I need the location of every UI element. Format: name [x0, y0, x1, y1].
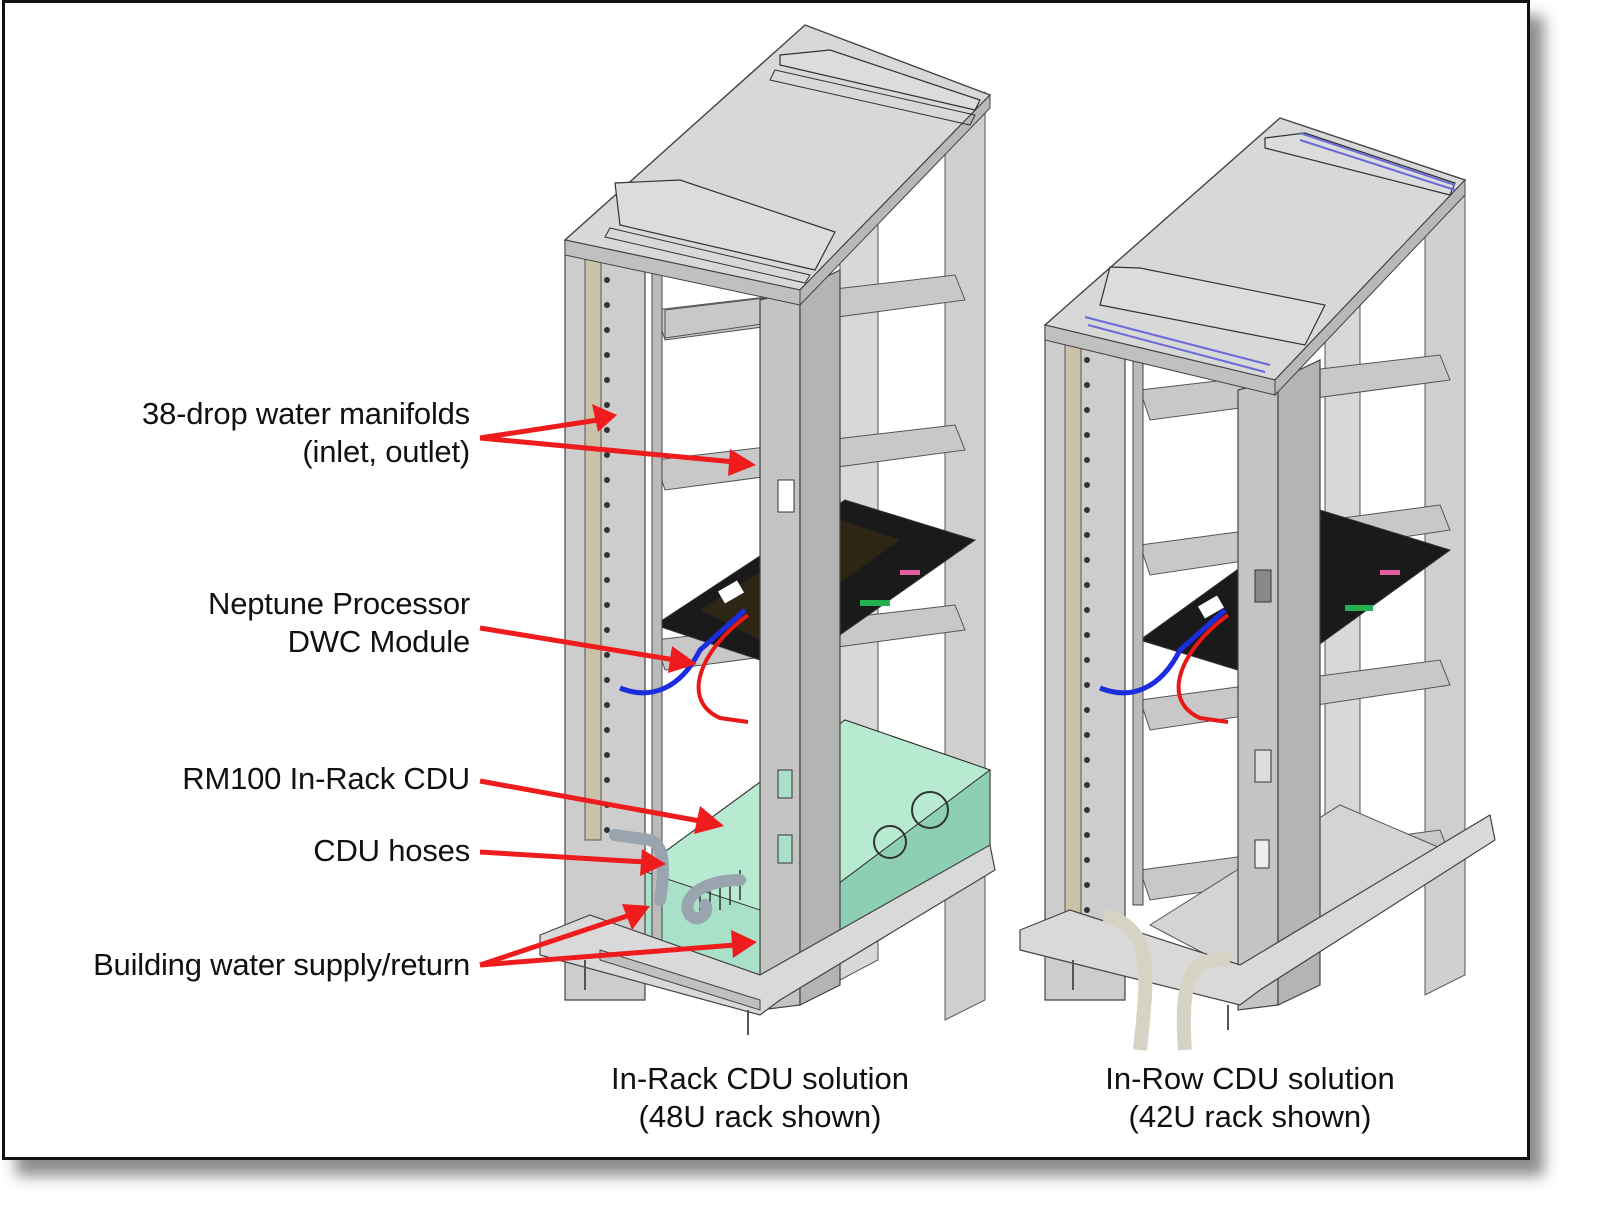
arrow-manifold-outlet-head	[728, 449, 756, 476]
caption-in-rack-line2: (48U rack shown)	[638, 1099, 882, 1134]
arrow-neptune-head	[668, 646, 697, 673]
callout-manifolds-line1: 38-drop water manifolds	[142, 396, 470, 431]
callout-arrows	[479, 404, 757, 968]
arrow-manifold-outlet	[479, 435, 736, 465]
caption-in-rack: In-Rack CDU solution (48U rack shown)	[560, 1060, 960, 1136]
water-manifold-inlet	[584, 254, 602, 841]
cdu-hose-1	[609, 829, 669, 906]
red-hose	[696, 613, 750, 724]
rack2-front-left-post	[1044, 324, 1126, 1001]
callout-building-water-line1: Building water supply/return	[93, 947, 470, 982]
rack2-blue-hose	[1099, 608, 1227, 696]
callout-building-water: Building water supply/return	[93, 946, 470, 984]
caption-in-row: In-Row CDU solution (42U rack shown)	[1050, 1060, 1450, 1136]
rack2-mount-rail	[1132, 354, 1144, 906]
arrow-building-return-head	[731, 930, 757, 958]
rack2-red-hose	[1176, 613, 1230, 724]
rack2-building-hoses	[1102, 908, 1231, 1051]
caption-in-row-line1: In-Row CDU solution	[1105, 1061, 1395, 1096]
callout-hoses: CDU hoses	[313, 832, 470, 870]
arrow-manifold-inlet-head	[592, 404, 617, 432]
in-rack-cdu-rack	[539, 24, 996, 1035]
manifold-drops	[604, 277, 610, 833]
callout-neptune-line2: DWC Module	[287, 624, 471, 659]
arrow-manifold-inlet	[479, 417, 599, 441]
caption-in-rack-line1: In-Rack CDU solution	[610, 1061, 910, 1096]
callout-cdu-line1: RM100 In-Rack CDU	[182, 761, 470, 796]
blue-hose	[619, 608, 747, 696]
rack2-front-right-post	[1237, 379, 1279, 1011]
arrow-hoses-head	[640, 849, 666, 876]
arrow-cdu	[479, 778, 701, 824]
rack2-water-manifold	[1064, 339, 1082, 941]
callout-neptune-line1: Neptune Processor	[208, 586, 470, 621]
caption-in-row-line2: (42U rack shown)	[1128, 1099, 1372, 1134]
callout-hoses-line1: CDU hoses	[313, 833, 470, 868]
rack-front-right-post	[759, 289, 801, 1011]
arrow-neptune	[479, 625, 676, 663]
callout-manifolds: 38-drop water manifolds (inlet, outlet)	[142, 395, 470, 471]
callout-neptune: Neptune Processor DWC Module	[208, 585, 470, 661]
arrow-cdu-head	[694, 806, 724, 834]
arrow-hoses	[479, 849, 646, 865]
arrow-building-supply	[479, 912, 631, 968]
arrow-building-return	[479, 942, 736, 968]
rack2-manifold-drops	[1084, 357, 1090, 913]
cdu-hose-2	[681, 874, 746, 925]
arrow-building-supply-head	[622, 904, 650, 930]
callout-manifolds-line2: (inlet, outlet)	[302, 434, 470, 469]
in-row-cdu-rack	[1019, 117, 1496, 1051]
callout-cdu: RM100 In-Rack CDU	[182, 760, 470, 798]
